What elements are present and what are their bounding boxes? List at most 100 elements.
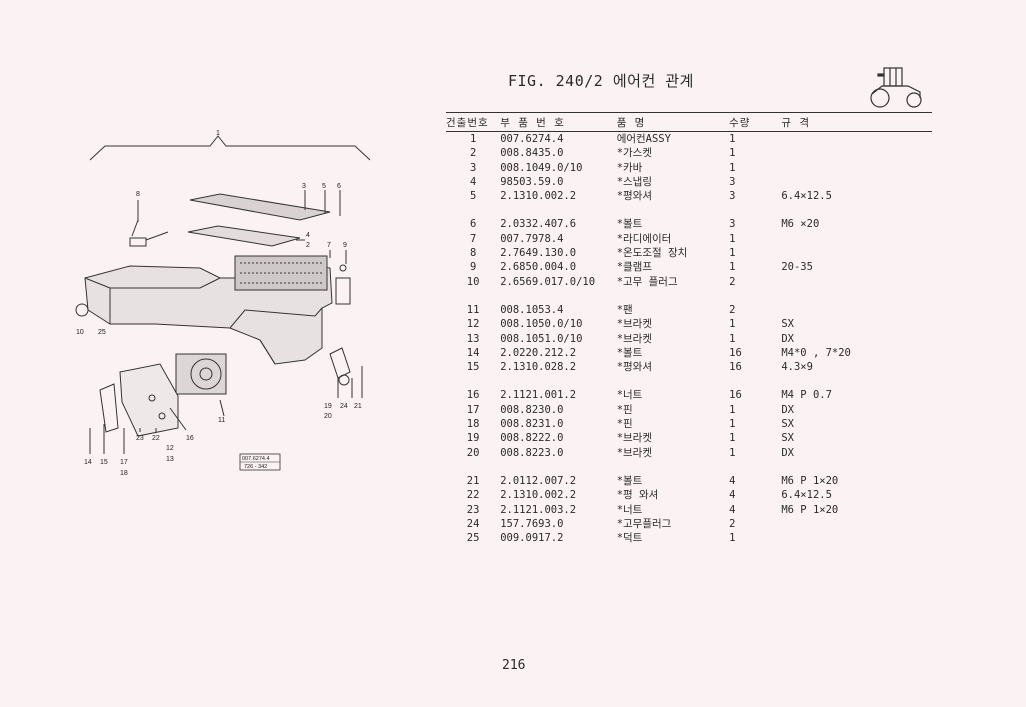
cell-spec: SX bbox=[781, 418, 794, 431]
cell-name: *볼트 bbox=[616, 346, 643, 359]
cell-name: *브라켓 bbox=[616, 432, 652, 445]
cell-name: *고무플러그 bbox=[616, 517, 672, 530]
cell-no: 12 bbox=[466, 318, 480, 331]
tractor-icon bbox=[870, 67, 922, 108]
callout-6: 6 bbox=[337, 183, 341, 190]
cell-qty: 1 bbox=[729, 133, 736, 145]
callout-9: 9 bbox=[343, 242, 347, 249]
callout-1: 1 bbox=[216, 130, 220, 137]
cell-no: 7 bbox=[469, 232, 477, 245]
cell-spec bbox=[781, 531, 932, 545]
callout-11: 11 bbox=[218, 417, 225, 424]
cell-no: 22 bbox=[466, 489, 480, 502]
cell-qty: 2 bbox=[729, 303, 736, 316]
cell-spec: DX bbox=[781, 403, 794, 416]
cell-part: 008.8435.0 bbox=[500, 147, 564, 160]
ref-box-line2: 726 - 342 bbox=[244, 464, 267, 470]
cell-qty: 16 bbox=[729, 361, 742, 374]
cell-name: *볼트 bbox=[616, 218, 643, 231]
cell-name: *스냅링 bbox=[616, 175, 652, 188]
cell-qty: 4 bbox=[729, 474, 736, 487]
cell-part: 2.1310.028.2 bbox=[500, 361, 577, 374]
cell-no: 16 bbox=[466, 389, 480, 402]
cell-name: *고무 플러그 bbox=[616, 275, 678, 288]
cell-no: 15 bbox=[466, 361, 480, 374]
callout-10: 10 bbox=[76, 329, 84, 336]
header-part: 부 품 번 호 bbox=[500, 112, 617, 132]
cell-spec: 20-35 bbox=[781, 261, 813, 274]
cell-name: *핀 bbox=[616, 418, 633, 431]
callout-23: 23 bbox=[136, 435, 144, 442]
cell-spec: SX bbox=[781, 432, 794, 445]
cell-spec bbox=[781, 175, 932, 189]
cell-no: 25 bbox=[466, 532, 480, 545]
cell-spec: M6 ×20 bbox=[781, 218, 820, 231]
cell-part: 008.8222.0 bbox=[500, 432, 564, 445]
cell-spec: DX bbox=[781, 446, 794, 459]
cell-name: *온도조절 장치 bbox=[616, 247, 688, 260]
cell-spec bbox=[781, 132, 932, 147]
cell-no: 11 bbox=[466, 303, 480, 316]
cell-qty: 1 bbox=[729, 532, 736, 545]
table-header-row: 건출번호 부 품 번 호 품 명 수량 규 격 bbox=[446, 112, 932, 132]
cell-spec bbox=[781, 146, 932, 160]
cell-no: 18 bbox=[466, 418, 480, 431]
cell-qty: 1 bbox=[729, 446, 736, 459]
cell-name: *너트 bbox=[616, 389, 643, 402]
cell-name: *평와셔 bbox=[616, 361, 652, 374]
cell-part: 2.6850.004.0 bbox=[500, 261, 577, 274]
cell-qty: 3 bbox=[729, 218, 736, 231]
cell-name: *클램프 bbox=[616, 261, 652, 274]
cell-qty: 1 bbox=[729, 247, 736, 260]
cell-qty: 4 bbox=[729, 503, 736, 516]
cell-name: *가스켓 bbox=[616, 147, 652, 160]
cell-spec: DX bbox=[781, 332, 794, 345]
header-spec: 규 격 bbox=[781, 112, 932, 132]
cell-part: 98503.59.0 bbox=[500, 175, 564, 188]
cell-no: 20 bbox=[466, 446, 480, 459]
cell-name: *평 와셔 bbox=[616, 489, 659, 502]
cell-spec bbox=[781, 303, 932, 317]
cell-name: 에어컨ASSY bbox=[616, 133, 671, 145]
callout-15: 15 bbox=[100, 459, 108, 466]
cell-qty: 3 bbox=[729, 175, 736, 188]
cell-part: 007.6274.4 bbox=[500, 133, 564, 145]
cell-part: 008.1049.0/10 bbox=[500, 161, 583, 174]
cell-name: *덕트 bbox=[616, 532, 643, 545]
cell-qty: 1 bbox=[729, 418, 736, 431]
callout-19: 19 bbox=[324, 403, 332, 410]
cell-name: *브라켓 bbox=[616, 332, 652, 345]
callout-13: 13 bbox=[166, 456, 174, 463]
table-row: 25 009.0917.2 *덕트 1 bbox=[446, 531, 932, 545]
cell-qty: 1 bbox=[729, 161, 736, 174]
cell-spec bbox=[781, 517, 932, 531]
group-spacer bbox=[446, 460, 932, 474]
cell-no: 21 bbox=[466, 474, 480, 487]
cell-part: 007.7978.4 bbox=[500, 232, 564, 245]
group-spacer bbox=[446, 289, 932, 303]
cell-part: 009.0917.2 bbox=[500, 532, 564, 545]
header-no: 건출번호 bbox=[446, 112, 501, 132]
cell-no: 6 bbox=[469, 218, 477, 231]
group-spacer bbox=[446, 203, 932, 217]
cell-part: 2.1121.003.2 bbox=[500, 503, 577, 516]
cell-spec: M4 P 0.7 bbox=[781, 389, 832, 402]
ref-box-line1: 007.6274.4 bbox=[242, 456, 270, 462]
cell-part: 008.1051.0/10 bbox=[500, 332, 583, 345]
